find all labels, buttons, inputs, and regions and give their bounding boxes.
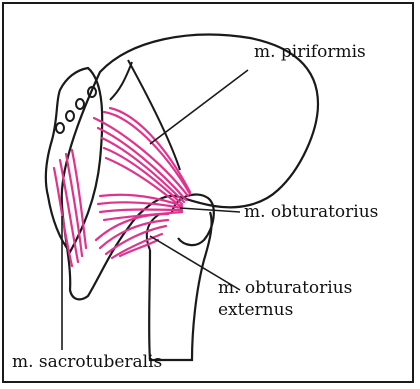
piriformis-leader — [150, 70, 248, 144]
label-sacrotuberalis: m. sacrotuberalis — [12, 354, 162, 371]
sacral-foramen — [56, 123, 64, 133]
ilium-wing-line — [110, 62, 132, 100]
sacral-foramen — [66, 111, 74, 121]
label-obturatorius-externus-line2: externus — [218, 302, 293, 319]
obturatorius-leader — [180, 208, 240, 212]
label-obturatorius: m. obturatorius — [244, 204, 378, 221]
label-obturatorius-externus-line1: m. obturatorius — [218, 280, 352, 297]
label-piriformis: m. piriformis — [254, 44, 366, 61]
sacrotuberalis-muscle — [54, 150, 86, 266]
sacral-foramen — [76, 99, 84, 109]
